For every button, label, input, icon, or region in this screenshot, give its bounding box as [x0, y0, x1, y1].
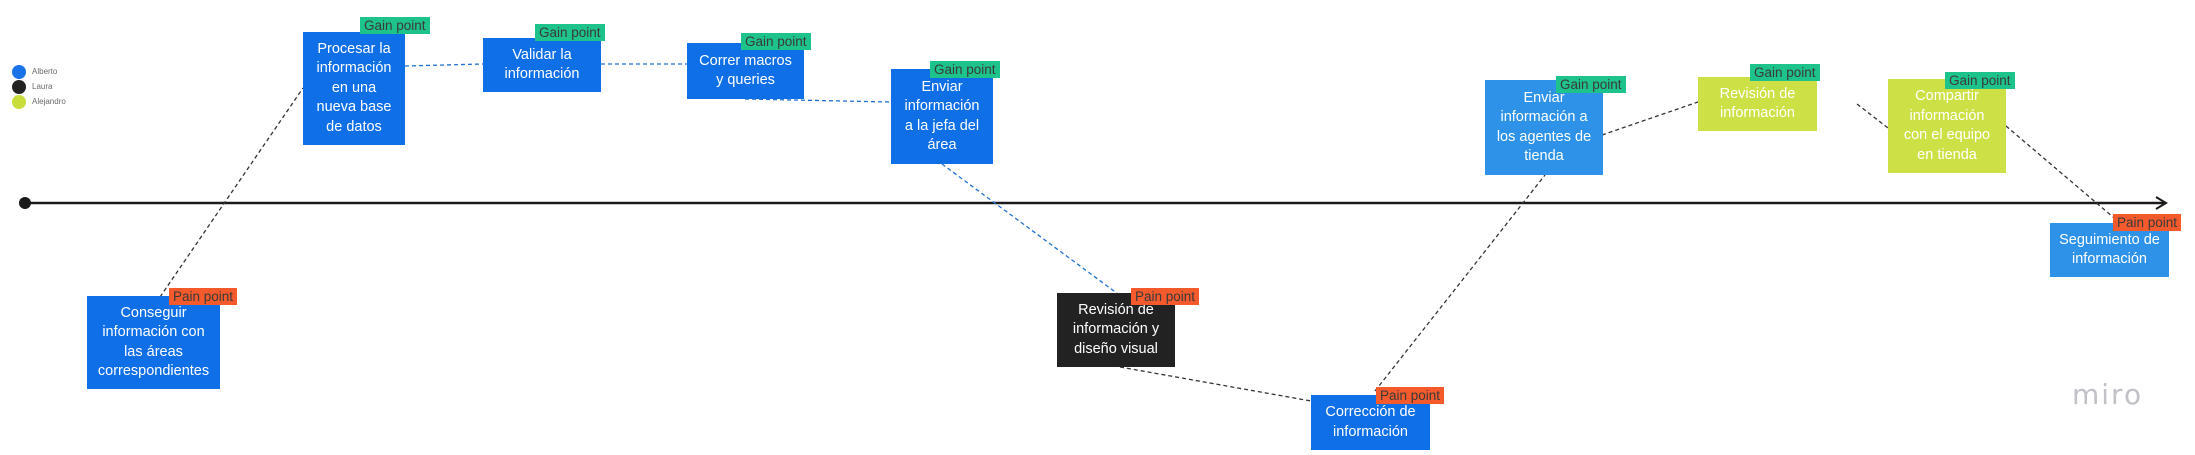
connector-compartir-seguimiento [2005, 125, 2121, 224]
pain-point-tag: Pain point [1131, 288, 1200, 305]
timeline-start-dot [19, 197, 31, 209]
pain-point-tag: Pain point [169, 288, 238, 305]
sticky-note-procesar[interactable]: Procesar la información en una nueva bas… [303, 32, 405, 145]
sticky-note-revision[interactable]: Revisión de información [1698, 77, 1817, 131]
sticky-note-revision-diseno[interactable]: Revisión de información y diseño visual [1057, 293, 1175, 367]
gain-point-tag: Gain point [535, 24, 605, 41]
legend: Alberto Laura Alejandro [12, 64, 66, 109]
legend-label: Alberto [32, 67, 58, 76]
gain-point-tag: Gain point [741, 33, 811, 50]
sticky-note-correccion[interactable]: Corrección de información [1311, 395, 1430, 450]
sticky-note-enviar-jefa[interactable]: Enviar información a la jefa del área [891, 69, 993, 164]
gain-point-tag: Gain point [1945, 72, 2015, 89]
gain-point-tag: Gain point [1750, 64, 1820, 81]
gain-point-tag: Gain point [930, 61, 1000, 78]
pain-point-tag: Pain point [1376, 387, 1445, 404]
gain-point-tag: Gain point [1556, 76, 1626, 93]
connector-conseguir-procesar [159, 87, 304, 298]
legend-dot-icon [12, 94, 26, 109]
sticky-note-validar[interactable]: Validar la información [483, 38, 601, 92]
sticky-note-enviar-agentes[interactable]: Enviar información a los agentes de tien… [1485, 80, 1603, 175]
legend-dot-icon [12, 79, 26, 94]
sticky-note-seguimiento[interactable]: Seguimiento de información [2050, 223, 2169, 277]
connector-procesar-validar [404, 63, 484, 67]
miro-logo: miro [2072, 378, 2144, 411]
sticky-note-compartir[interactable]: Compartir información con el equipo en t… [1888, 79, 2006, 173]
sticky-note-correr[interactable]: Correr macros y queries [687, 43, 804, 99]
connector-correr-enviar-jefa [744, 98, 892, 103]
legend-dot-icon [12, 64, 26, 79]
legend-label: Laura [32, 82, 53, 91]
connector-enviar-agentes-revision [1601, 101, 1699, 136]
sticky-note-conseguir[interactable]: Conseguir información con las áreas corr… [87, 296, 220, 389]
pain-point-tag: Pain point [2113, 214, 2182, 231]
legend-item-laura: Laura [12, 79, 66, 94]
connector-revision-diseno-correccion [1119, 366, 1312, 402]
legend-label: Alejandro [32, 97, 66, 106]
connector-revision-compartir [1856, 103, 1889, 129]
gain-point-tag: Gain point [360, 17, 430, 34]
legend-item-alejandro: Alejandro [12, 94, 66, 109]
connector-enviar-jefa-revision-diseno [941, 163, 1119, 295]
connector-correccion-enviar-agentes [1374, 174, 1546, 392]
legend-item-alberto: Alberto [12, 64, 66, 79]
